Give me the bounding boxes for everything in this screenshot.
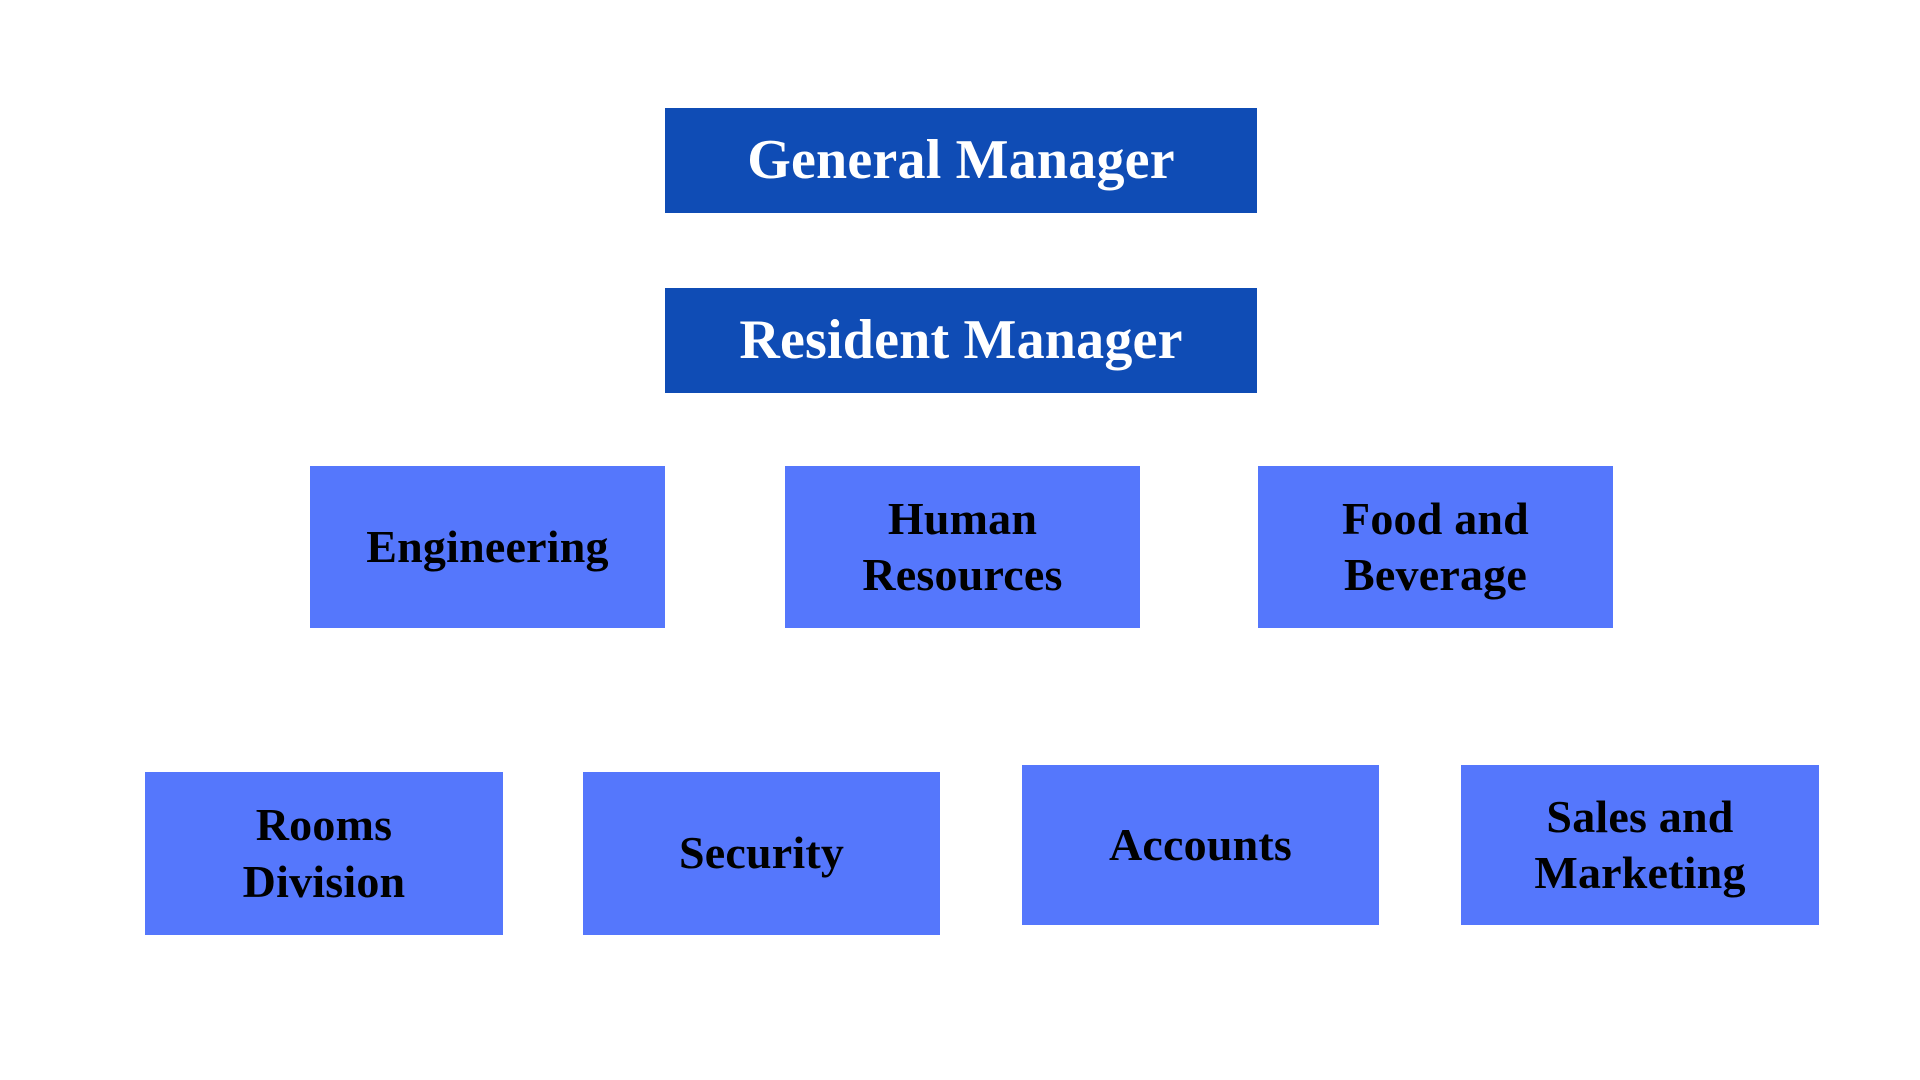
org-node-food-and-beverage[interactable]: Food and Beverage bbox=[1258, 466, 1613, 628]
org-node-general-manager[interactable]: General Manager bbox=[665, 108, 1257, 213]
org-node-human-resources[interactable]: Human Resources bbox=[785, 466, 1140, 628]
org-node-sales-and-marketing[interactable]: Sales and Marketing bbox=[1461, 765, 1819, 925]
org-node-accounts[interactable]: Accounts bbox=[1022, 765, 1379, 925]
org-node-security[interactable]: Security bbox=[583, 772, 940, 935]
org-node-resident-manager[interactable]: Resident Manager bbox=[665, 288, 1257, 393]
org-node-rooms-division[interactable]: Rooms Division bbox=[145, 772, 503, 935]
org-node-engineering[interactable]: Engineering bbox=[310, 466, 665, 628]
